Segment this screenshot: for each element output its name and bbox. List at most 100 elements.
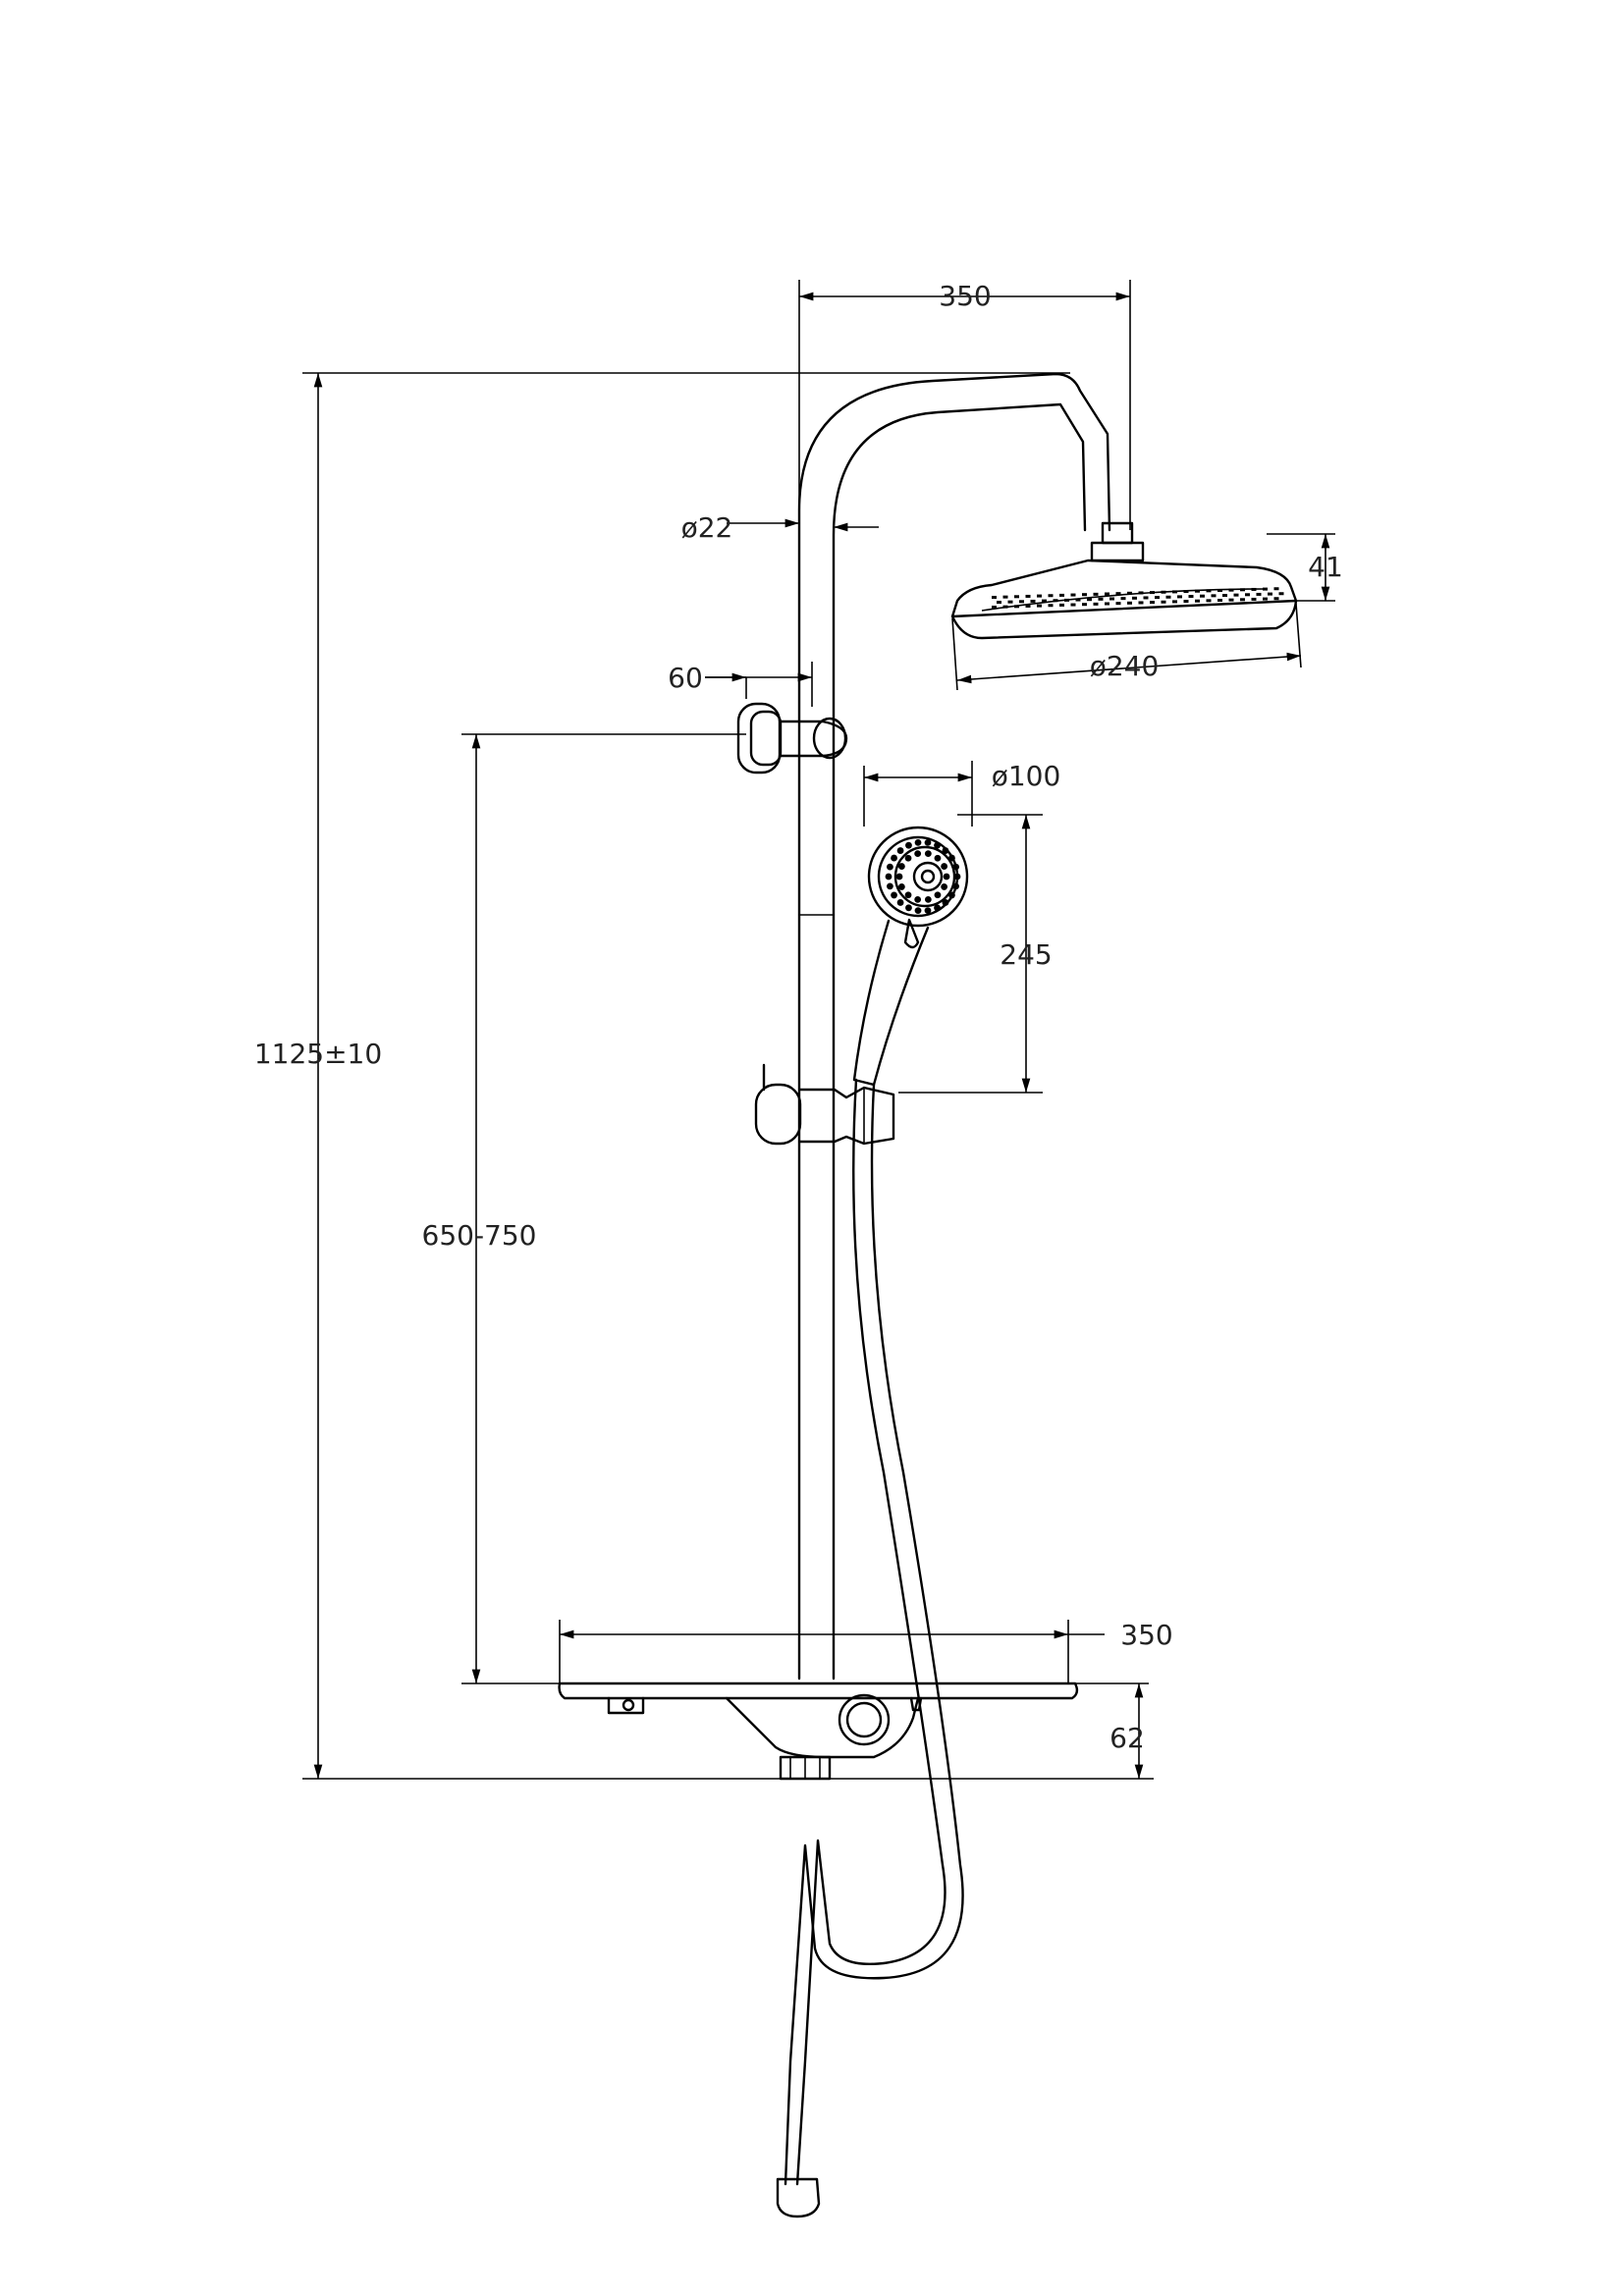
head-nozzle [1240,598,1245,602]
hand-nozzle [924,838,932,846]
head-nozzle [1082,603,1087,607]
head-nozzle [1002,595,1008,599]
hand-nozzle [934,904,941,912]
hand-nozzle [891,891,897,899]
head-nozzle [1217,599,1222,602]
head-nozzle [1115,592,1121,596]
head-nozzle [1014,595,1019,599]
hand-nozzle [897,863,905,870]
head-nozzle [1188,595,1194,599]
hand-nozzle [914,907,922,915]
hand-nozzle [887,882,893,890]
hand-nozzle [914,838,922,846]
head-nozzle [1268,592,1272,596]
hand-nozzle [914,850,922,858]
dim-pipe-diameter: ø22 [681,511,733,544]
head-nozzle [1105,602,1109,606]
head-nozzle [1228,588,1234,592]
head-nozzle [1150,601,1155,605]
hand-nozzle [942,899,949,906]
hand-nozzle [924,907,932,915]
shower-hose-edge [784,1083,964,2186]
head-nozzle [1273,597,1279,601]
head-nozzle [1025,604,1031,608]
dim-wall-offset: 60 [668,662,703,694]
dim-top-arm-width: 350 [939,280,991,312]
dimension-labels: 350 ø22 41 ø240 60 ø100 245 1125±10 650-… [254,280,1343,1754]
head-nozzle [1256,592,1262,596]
head-nozzle [1183,590,1189,594]
head-nozzle [1195,599,1200,603]
head-nozzle [992,596,997,599]
dim-shelf-width: 350 [1120,1619,1172,1651]
rain-shower-head [950,559,1298,640]
head-nozzle [1042,599,1047,603]
mixer-shelf [558,1682,1079,1781]
head-nozzle [1105,592,1109,596]
hand-nozzle [887,863,893,871]
head-nozzle [1120,597,1126,601]
head-nozzle [1138,601,1144,605]
hand-nozzle [914,895,922,903]
head-nozzle [1025,594,1031,598]
dim-head-diameter: ø240 [1090,650,1160,682]
head-nozzle [1059,593,1064,597]
slider-holder [754,1063,895,1146]
head-nozzle [1177,595,1182,599]
head-nozzle [1278,592,1284,596]
hand-nozzle [924,895,932,903]
head-nozzle [1233,593,1239,597]
dim-hand-diameter: ø100 [992,760,1061,792]
head-nozzle [1165,595,1171,599]
head-nozzle [1127,601,1132,605]
hand-nozzle [941,863,948,870]
hand-nozzle [905,841,912,849]
head-nozzle [1070,603,1076,607]
hand-nozzle [895,873,903,881]
head-nozzle [1002,605,1008,609]
head-nozzle [1098,597,1104,601]
head-nozzle [1019,600,1024,604]
head-nozzle [1070,593,1076,597]
head-nozzle [1150,591,1155,595]
hand-nozzle [896,899,904,906]
hand-nozzle [942,847,949,854]
head-nozzle [1245,593,1250,597]
dim-overall-height: 1125±10 [254,1038,382,1070]
head-nozzle [1155,596,1160,600]
head-nozzle [1143,596,1149,600]
head-nozzle [1228,598,1234,602]
head-nozzle [1263,587,1268,591]
hand-nozzle [891,854,897,862]
hand-nozzle [905,904,912,912]
hose-end-fitting [776,2177,821,2218]
wall-bracket [736,702,848,774]
hand-nozzle [941,883,948,890]
head-nozzle [1206,589,1212,593]
head-nozzle [1064,598,1069,602]
head-nozzle [1161,600,1166,604]
hand-nozzle [934,841,941,849]
head-nozzle [1087,598,1092,602]
head-nozzle [1093,602,1099,606]
riser-pipe [797,372,1111,1681]
head-nozzle [1200,594,1205,598]
hand-nozzle [924,850,932,858]
hand-nozzle [896,847,904,854]
shower-hose [795,1078,947,2186]
hand-nozzle [952,863,959,871]
head-nozzle [1048,594,1054,598]
dim-head-thickness: 41 [1308,551,1343,583]
hand-nozzle [904,854,912,862]
head-nozzle [1172,600,1177,604]
head-nozzle [1030,599,1036,603]
head-nozzle [1217,589,1222,592]
head-nozzle [992,606,997,609]
head-nozzle [1048,604,1054,608]
head-nozzle [1132,596,1137,600]
head-nozzle [1115,602,1121,606]
head-nozzle [1161,590,1166,594]
head-nozzle [997,601,1001,604]
head-nozzle [1037,604,1042,608]
